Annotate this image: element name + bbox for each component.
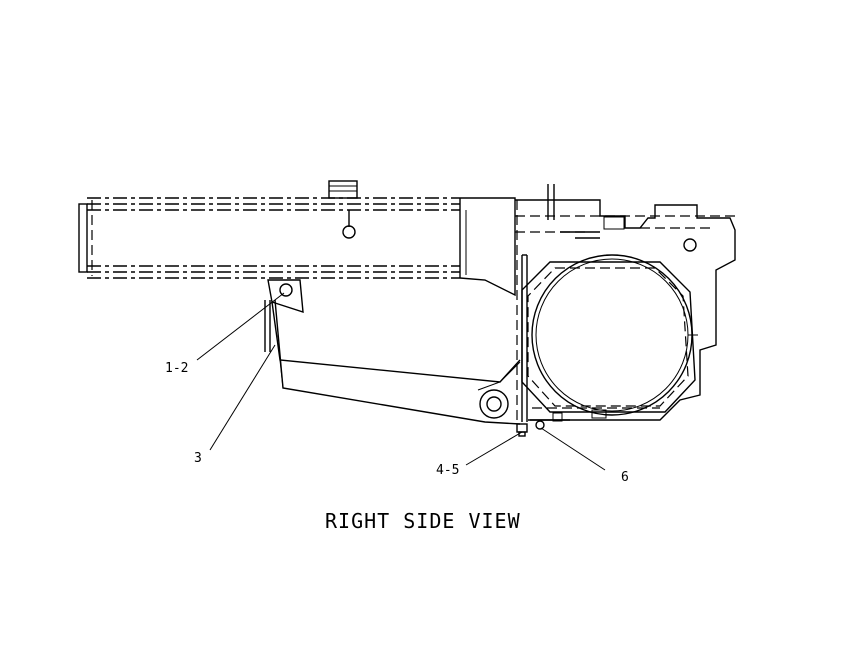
callout-1-2: 1-2 bbox=[165, 361, 188, 376]
support-strap bbox=[264, 299, 521, 425]
bottom-fasteners bbox=[516, 409, 607, 437]
rail-end-block bbox=[459, 197, 516, 297]
leader-1-2 bbox=[196, 292, 285, 361]
callout-4-5: 4-5 bbox=[436, 463, 459, 478]
leader-6 bbox=[540, 427, 606, 471]
leader-3 bbox=[209, 344, 276, 451]
housing bbox=[515, 184, 736, 422]
callout-3: 3 bbox=[194, 451, 202, 466]
callout-6: 6 bbox=[621, 470, 629, 485]
leader-4-5 bbox=[465, 431, 523, 466]
frame-rail bbox=[78, 197, 461, 279]
mount-bracket bbox=[267, 279, 304, 313]
view-title: RIGHT SIDE VIEW bbox=[325, 509, 521, 533]
top-lug bbox=[328, 180, 358, 239]
